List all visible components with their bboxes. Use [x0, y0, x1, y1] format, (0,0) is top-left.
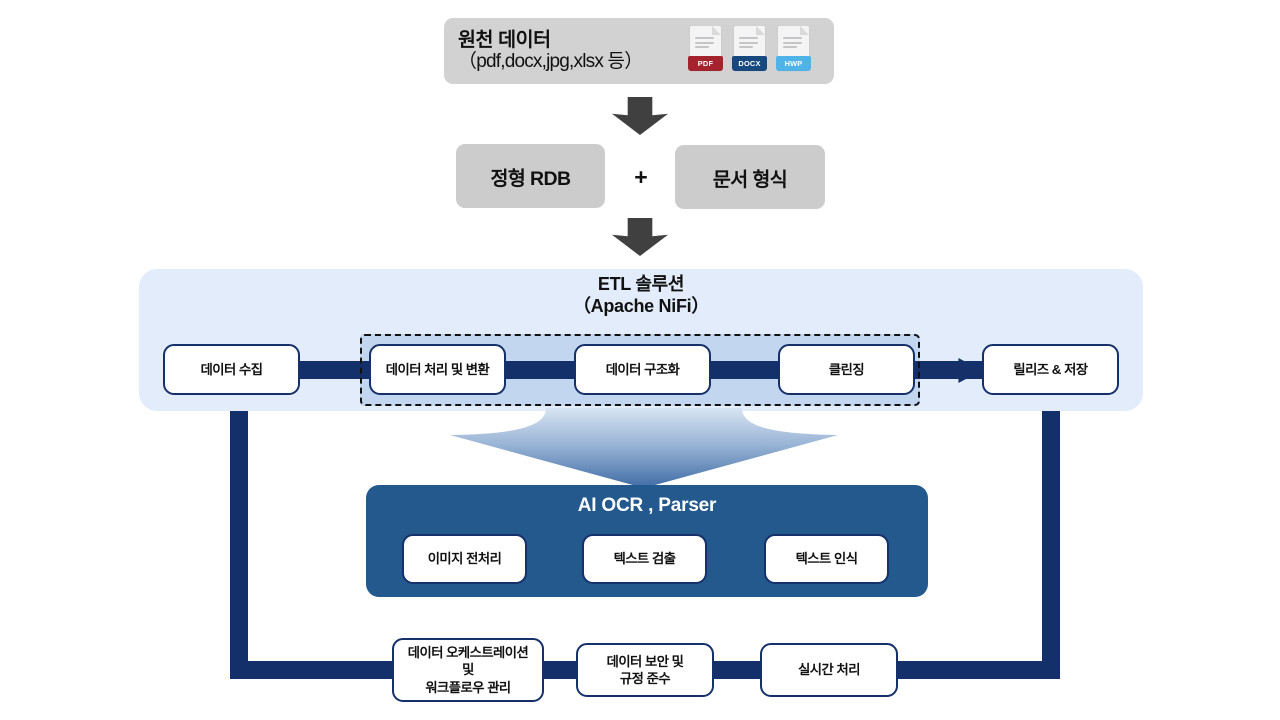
- ocr-step-text-detection[interactable]: 텍스트 검출: [582, 534, 707, 584]
- document-format-label: 문서 형식: [712, 168, 788, 191]
- governance-node-line: 데이터 오케스트레이션: [407, 645, 529, 661]
- pdf-file-icon: PDF: [688, 26, 723, 72]
- ai-ocr-parser-title: AI OCR , Parser: [577, 495, 717, 516]
- loop-connector-right: [1042, 400, 1060, 679]
- loop-connector-left: [230, 400, 248, 679]
- down-chevron-icon-to-ocr: [450, 408, 838, 488]
- governance-node-line: 실시간 처리: [798, 662, 860, 678]
- source-data-text: 원천 데이터 （pdf,docx,jpg,xlsx 등）: [458, 29, 643, 72]
- pipeline-node-data-collection[interactable]: 데이터 수집: [163, 344, 300, 395]
- pipeline-node-label: 릴리즈 & 저장: [1013, 361, 1088, 377]
- etl-title-line-2: （Apache NiFi）: [572, 295, 710, 316]
- pipeline-node-release-store[interactable]: 릴리즈 & 저장: [982, 344, 1119, 395]
- ocr-step-label: 텍스트 인식: [795, 551, 858, 567]
- plus-operator: +: [634, 163, 648, 190]
- ocr-step-image-preprocessing[interactable]: 이미지 전처리: [402, 534, 527, 584]
- ocr-step-label: 텍스트 검출: [613, 551, 676, 567]
- ocr-step-label: 이미지 전처리: [427, 551, 502, 567]
- governance-node-line: 및: [462, 662, 474, 678]
- governance-node-line: 규정 준수: [619, 671, 671, 686]
- source-data-box: 원천 데이터 （pdf,docx,jpg,xlsx 등）: [444, 18, 834, 84]
- governance-node-line: 데이터 보안 및: [606, 653, 684, 669]
- governance-node-line: 워크플로우 관리: [425, 679, 511, 695]
- source-data-title: 원천 데이터: [458, 29, 551, 52]
- ocr-step-text-recognition[interactable]: 텍스트 인식: [764, 534, 889, 584]
- governance-node-security-compliance[interactable]: 데이터 보안 및 규정 준수: [576, 643, 714, 697]
- pdf-file-icon-label: PDF: [688, 56, 723, 71]
- etl-solution-title: ETL 솔루션 （Apache NiFi）: [139, 274, 1143, 318]
- pipeline-node-cleansing[interactable]: 클린징: [778, 344, 915, 395]
- pipeline-node-label: 데이터 구조화: [605, 361, 680, 377]
- pipeline-node-label: 클린징: [828, 361, 865, 377]
- docx-file-icon: DOCX: [732, 26, 767, 72]
- hwp-file-icon: HWP: [776, 26, 811, 72]
- docx-file-icon-label: DOCX: [732, 56, 767, 71]
- etl-dashed-group: [360, 334, 920, 406]
- etl-title-line-1: ETL 솔루션: [597, 274, 685, 294]
- document-format-box: 문서 형식: [675, 145, 825, 209]
- source-data-subtitle: （pdf,docx,jpg,xlsx 등）: [458, 50, 643, 72]
- pipeline-node-processing-transform[interactable]: 데이터 처리 및 변환: [369, 344, 506, 395]
- structured-rdb-box: 정형 RDB: [456, 144, 605, 208]
- governance-node-realtime-processing[interactable]: 실시간 처리: [760, 643, 898, 697]
- hwp-file-icon-label: HWP: [776, 56, 811, 71]
- down-arrow-icon-1: [612, 97, 668, 135]
- down-arrow-icon-2: [612, 218, 668, 256]
- governance-node-orchestration[interactable]: 데이터 오케스트레이션 및 워크플로우 관리: [392, 638, 544, 702]
- source-file-icons: PDF DOCX HWP: [688, 26, 828, 78]
- structured-rdb-label: 정형 RDB: [490, 167, 572, 190]
- pipeline-node-label: 데이터 처리 및 변환: [385, 361, 490, 377]
- pipeline-node-structuring[interactable]: 데이터 구조화: [574, 344, 711, 395]
- pipeline-node-label: 데이터 수집: [200, 361, 263, 377]
